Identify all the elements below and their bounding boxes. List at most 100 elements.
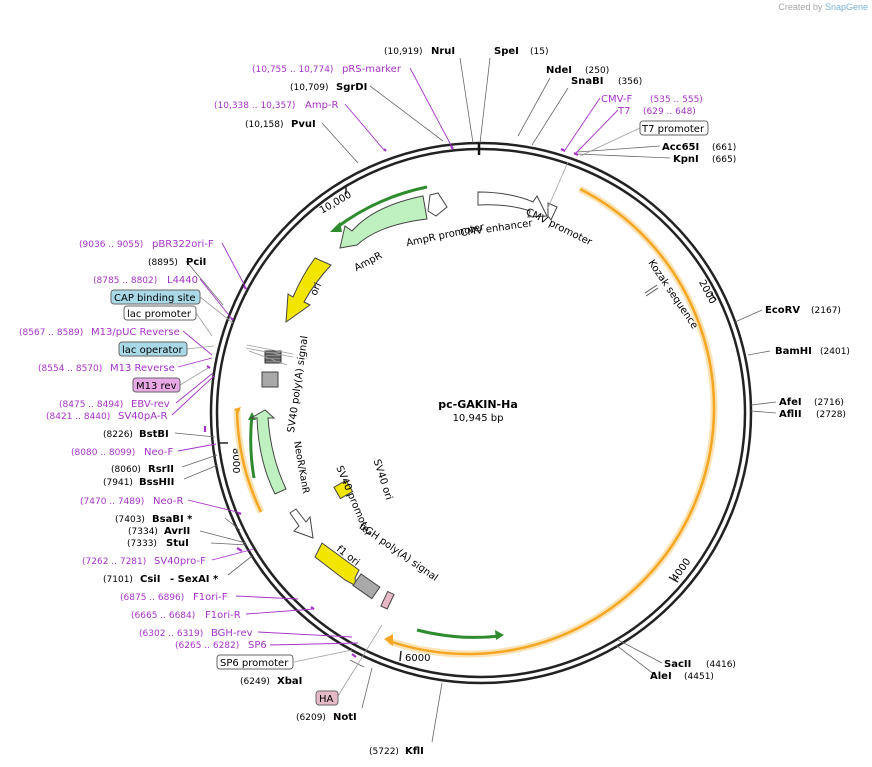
enzyme-name-rsrii[interactable]: RsrII [148,464,174,475]
ori-arrow [285,257,332,324]
enzyme-name-pcii[interactable]: PciI [186,257,206,268]
pmark-l4440 [230,317,234,321]
box-lacoperator[interactable] [118,341,188,357]
enzyme-name-acc65i[interactable]: Acc65I [662,142,699,153]
fleader-m13rev [179,367,209,386]
enzyme-name-bamhi[interactable]: BamHI [775,346,812,357]
enzyme-name-kpni[interactable]: KpnI [673,154,699,165]
label-m13rev: M13 rev [136,381,177,392]
enzyme-name-bsabi[interactable]: BsaBI * [152,514,193,525]
enzyme-pos-bsshii: (7941) [103,478,133,488]
primer-name-m13rev[interactable]: M13 Reverse [110,363,175,374]
leader-pvui [321,122,359,164]
primer-name-sv40pa[interactable]: SV40pA-R [118,411,167,422]
enzyme-name-kfli[interactable]: KflI [405,746,424,757]
enzyme-pos-bamhi: (2401) [820,347,850,357]
enzyme-name-nrui[interactable]: NruI [431,46,455,57]
primer-name-prs[interactable]: pRS-marker [342,64,402,75]
feature-leaders [179,127,641,697]
primer-name-bgh[interactable]: BGH-rev [211,628,253,639]
primer-pos-cmvf: (535 .. 555) [650,95,703,105]
box-m13rev[interactable] [132,377,181,393]
enzyme-name-alei[interactable]: AleI [650,671,672,682]
orf-highlight [387,185,718,658]
enzyme-pos-csii: (7101) [103,575,133,585]
box-sp6promoter[interactable] [216,654,294,670]
enzyme-name-afli[interactable]: AflII [779,409,802,420]
primer-name-ebv[interactable]: EBV-rev [131,399,170,410]
enzyme-name-sexai[interactable]: - SexAI * [170,574,219,585]
label-bgh-polyA: bGH poly(A) signal [357,521,440,584]
enzyme-pos-ndei: (250) [585,66,609,76]
leader-avrii [199,530,247,544]
kozak-mark-2 [645,287,659,297]
enzyme-name-sgrdi[interactable]: SgrDI [336,82,367,93]
box-t7promoter[interactable] [639,120,709,136]
enzyme-name-ndei[interactable]: NdeI [546,65,572,76]
pmark-pbr [243,285,247,290]
enzyme-pos-snabi: (356) [618,77,642,87]
box-lacpromoter[interactable] [123,305,197,321]
enzyme-name-snabi[interactable]: SnaBI [571,76,603,87]
pleader-prs-marker [409,67,453,148]
boxed-feature-labels: T7 promoter CAP binding site lac promote… [110,120,709,706]
primer-pos-prs: (10,755 .. 10,774) [252,65,333,75]
plasmid-name: pc-GAKIN-Ha [438,398,518,411]
primer-pos-m13rev: (8554 .. 8570) [38,364,102,374]
enzyme-name-xbai[interactable]: XbaI [277,676,302,687]
primer-pos-bgh: (6302 .. 6319) [139,629,203,639]
pleader-l4440 [199,278,233,320]
leader-sgrdi [369,85,444,142]
primer-name-f1f[interactable]: F1ori-F [193,592,228,603]
primer-name-neor[interactable]: Neo-R [153,496,184,507]
primer-name-f1r[interactable]: F1ori-R [205,610,241,621]
leader-ecorv [734,309,763,323]
leader-nrui [459,57,474,144]
leader-spei [479,57,491,144]
box-cap[interactable] [110,289,201,305]
primer-name-ampr[interactable]: Amp-R [305,100,339,111]
primer-pos-ebv: (8475 .. 8494) [59,400,123,410]
enzyme-name-avrii[interactable]: AvrII [164,526,190,537]
pleader-neo-f [177,443,217,452]
leader-kfli [431,682,443,743]
primer-name-sp6[interactable]: SP6 [248,640,267,651]
enzyme-name-bstbi[interactable]: BstBI [139,429,169,440]
enzyme-name-csii[interactable]: CsiI [140,574,160,585]
primer-name-l4440[interactable]: L4440 [167,275,198,286]
enzyme-name-sacii[interactable]: SacII [664,659,691,670]
label-ori: ori [309,281,324,297]
fleader-cap [199,296,234,324]
neo-orf-arc [235,409,263,513]
enzyme-name-afei[interactable]: AfeI [779,397,802,408]
sv40-ori-box [333,479,354,500]
leader-bsabi [224,517,241,531]
primer-name-cmvf[interactable]: CMV-F [601,94,632,105]
primer-name-t7[interactable]: T7 [617,106,630,117]
credit-brand: SnapGene [824,2,868,12]
enzyme-name-pvui[interactable]: PvuI [291,119,316,130]
primer-name-pbr[interactable]: pBR322ori-F [152,239,214,250]
enzyme-name-stui[interactable]: StuI [166,538,189,549]
leader-pcii [185,260,224,306]
pmark-t7 [573,152,579,156]
primer-name-neof[interactable]: Neo-F [144,447,174,458]
primer-name-sv40pro[interactable]: SV40pro-F [154,556,206,567]
primer-pos-neor: (7470 .. 7489) [80,497,144,507]
leader-xbai [349,659,365,668]
enzyme-pos-noti: (6209) [296,713,326,723]
ampr-green-head [330,222,342,232]
label-cmv-enhancer: CMV enhancer [460,218,534,239]
created-by-credit[interactable]: Created by SnapGene [778,2,868,12]
enzyme-name-ecorv[interactable]: EcoRV [765,305,800,316]
enzyme-name-noti[interactable]: NotI [333,712,357,723]
leader-afei [750,401,777,406]
label-neor: NeoR/KanR [291,440,311,495]
box-ha[interactable] [315,690,339,706]
backbone-outer [209,141,753,685]
enzyme-pos-stui: (7333) [127,539,157,549]
enzyme-name-spei[interactable]: SpeI [494,46,519,57]
primer-name-m13puc[interactable]: M13/pUC Reverse [91,327,180,338]
enzyme-name-bsshii[interactable]: BssHII [139,477,174,488]
tick-label-8000: 8000 [230,448,241,473]
